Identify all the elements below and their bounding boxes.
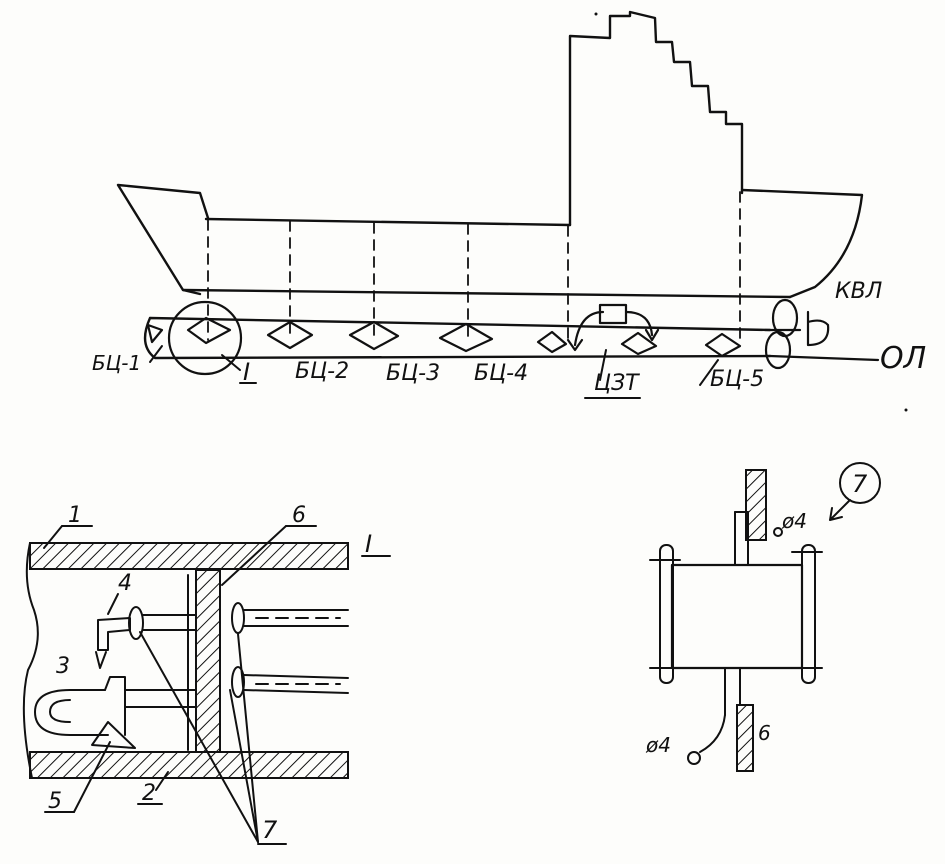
label-waterline: КВЛ xyxy=(835,279,882,304)
callout-2: 2 xyxy=(142,781,156,806)
callout-7: 7 xyxy=(262,816,278,844)
tank-marker-6 xyxy=(704,332,742,358)
valve-label-bottom: ø4 xyxy=(645,733,671,757)
break-line xyxy=(22,542,39,779)
ship-profile: КВЛ ОЛ БЦ-1 I БЦ-2 БЦ-3 БЦ-4 ЦЗТ БЦ-5 xyxy=(92,10,926,399)
tank-marker-5b xyxy=(620,331,658,356)
pump-unit xyxy=(566,303,660,352)
label-baseline: ОЛ xyxy=(880,341,926,376)
valve-label-6: 6 xyxy=(758,721,771,745)
valve-label-top: ø4 xyxy=(781,509,807,533)
label-tank-5: БЦ-5 xyxy=(710,367,764,392)
label-tank-1: БЦ-1 xyxy=(92,351,141,375)
detail-title: I xyxy=(365,530,372,558)
right-bolt xyxy=(791,544,823,684)
label-tank-2: БЦ-2 xyxy=(295,359,349,384)
label-tank-4: БЦ-4 xyxy=(474,361,528,386)
label-tank-3: БЦ-3 xyxy=(386,361,440,386)
upper-pipe xyxy=(95,602,349,669)
left-bolt xyxy=(649,544,681,684)
superstructure-outline xyxy=(568,10,744,227)
node-i-circle xyxy=(167,300,243,376)
tank-marker-5a xyxy=(536,330,568,354)
callout-4: 4 xyxy=(118,571,132,596)
valve-bottom-flange xyxy=(736,704,754,772)
main-deck-line xyxy=(204,217,572,227)
bow-hull-outline xyxy=(116,183,210,296)
tank-marker-1 xyxy=(146,323,164,344)
valve-callout-circle xyxy=(839,462,881,504)
baseline xyxy=(768,354,880,362)
rudder xyxy=(806,310,830,347)
stray-dot-2 xyxy=(904,408,908,412)
ballast-tank-markers xyxy=(146,316,742,358)
tank-marker-node xyxy=(186,316,232,345)
valve-body xyxy=(670,563,804,670)
callout-6: 6 xyxy=(292,503,306,528)
tank-marker-4 xyxy=(438,322,494,353)
label-node-i: I xyxy=(243,358,250,386)
vertical-bulkhead xyxy=(195,569,221,753)
valve-callout: 7 xyxy=(852,470,868,498)
bulkhead-lines xyxy=(207,191,741,346)
valve-detail: 7 ø4 ø4 6 xyxy=(645,462,881,772)
hull-bottom-outline xyxy=(143,288,792,360)
detail-section-i: I 1 2 3 4 5 6 7 xyxy=(22,503,391,845)
top-plate xyxy=(29,542,349,570)
tank-marker-3 xyxy=(348,320,400,351)
stern-hull-outline xyxy=(740,188,864,299)
propeller xyxy=(763,298,802,370)
bottom-plate xyxy=(29,751,349,779)
valve-top-flange xyxy=(745,469,767,541)
tank-marker-2 xyxy=(266,320,314,350)
stray-dot xyxy=(594,12,598,16)
callout-5: 5 xyxy=(48,789,62,814)
callout-1: 1 xyxy=(68,503,82,528)
lower-pipe xyxy=(34,666,349,749)
callout-3: 3 xyxy=(56,654,70,679)
